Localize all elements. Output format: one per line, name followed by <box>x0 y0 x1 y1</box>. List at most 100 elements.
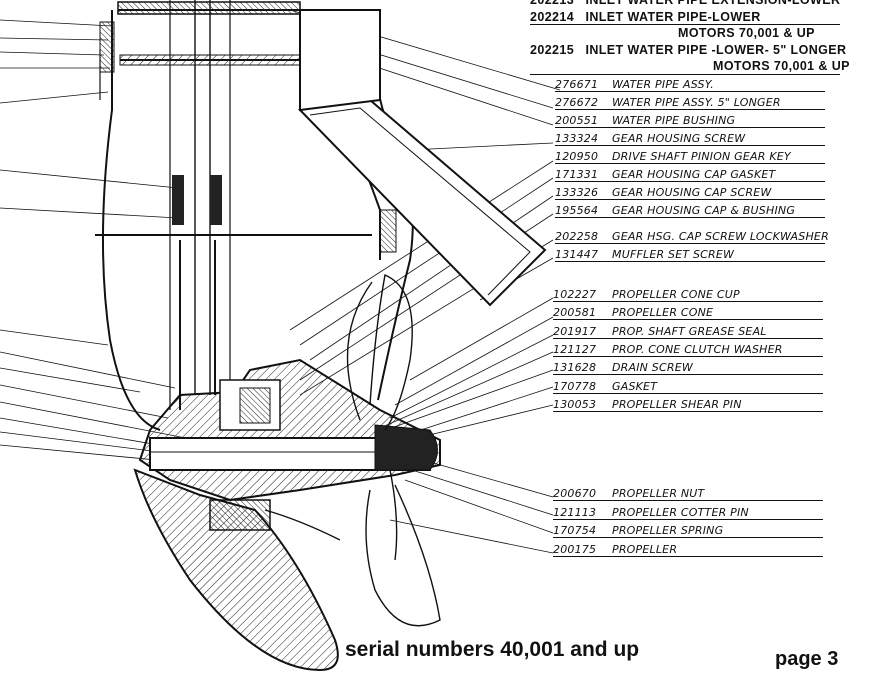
part-number: 130053 <box>553 397 597 411</box>
part-number: 195564 <box>555 204 599 217</box>
underline <box>555 243 825 244</box>
skeg <box>133 468 339 672</box>
part-number: 201917 <box>553 324 597 338</box>
part-name: GEAR HOUSING SCREW <box>612 132 746 145</box>
part-name: PROP. CONE CLUTCH WASHER <box>612 342 783 356</box>
header-part-row: 202215 INLET WATER PIPE -LOWER- 5" LONGE… <box>530 42 846 58</box>
underline <box>555 163 825 164</box>
part-name: PROPELLER CONE CUP <box>612 288 740 301</box>
part-number: 200670 <box>553 487 597 500</box>
part-row: 170754 PROPELLER SPRING <box>553 522 723 539</box>
part-row: 171331 GEAR HOUSING CAP GASKET <box>555 166 775 183</box>
part-row: 200670 PROPELLER NUT <box>553 485 704 502</box>
propeller <box>264 274 441 627</box>
underline <box>553 537 823 538</box>
part-name: GASKET <box>612 379 658 393</box>
part-name: INLET WATER PIPE EXTENSION-LOWER <box>585 0 841 7</box>
part-row: 200551 WATER PIPE BUSHING <box>555 112 735 129</box>
part-row: 102227 PROPELLER CONE CUP <box>553 286 740 303</box>
header-part-note: MOTORS 70,001 & UP <box>713 59 850 73</box>
part-number: 276672 <box>555 96 599 109</box>
underline <box>553 301 823 302</box>
part-row: 120950 DRIVE SHAFT PINION GEAR KEY <box>555 148 791 165</box>
underline <box>555 261 825 262</box>
underline <box>555 217 825 218</box>
part-number: 202213 <box>530 0 575 7</box>
part-row: 133324 GEAR HOUSING SCREW <box>555 130 745 147</box>
underline <box>553 392 823 394</box>
divider <box>530 74 840 75</box>
underline <box>555 199 825 200</box>
part-number: 202215 <box>530 43 575 57</box>
part-number: 276671 <box>555 78 599 91</box>
part-name: PROP. SHAFT GREASE SEAL <box>612 324 767 338</box>
part-number: 102227 <box>553 288 597 301</box>
part-row: 201917 PROP. SHAFT GREASE SEAL <box>553 323 767 340</box>
part-name: GEAR HOUSING CAP SCREW <box>612 186 772 199</box>
underline <box>553 319 823 321</box>
part-name: INLET WATER PIPE -LOWER- 5" LONGER <box>585 43 847 57</box>
part-row: 200175 PROPELLER <box>553 541 677 558</box>
part-number: 202258 <box>555 230 599 243</box>
part-number: 200581 <box>553 306 597 320</box>
underline <box>555 181 825 182</box>
underline <box>555 127 825 128</box>
underline <box>553 410 823 412</box>
underline <box>553 374 823 376</box>
part-number: 121127 <box>553 342 597 356</box>
serial-range: serial numbers 40,001 and up <box>345 638 640 661</box>
part-name: PROPELLER NUT <box>612 487 705 500</box>
part-number: 120950 <box>555 150 599 163</box>
part-number: 133324 <box>555 132 599 145</box>
part-name: MUFFLER SET SCREW <box>612 248 735 261</box>
part-name: INLET WATER PIPE-LOWER <box>585 10 761 24</box>
part-number: 170778 <box>553 379 597 393</box>
part-name: GEAR HOUSING CAP GASKET <box>612 168 776 181</box>
part-number: 121113 <box>553 505 597 519</box>
part-row: 130053 PROPELLER SHEAR PIN <box>553 396 742 413</box>
part-row: 131447 MUFFLER SET SCREW <box>555 246 734 263</box>
part-row: 170778 GASKET <box>553 378 657 395</box>
part-name: WATER PIPE BUSHING <box>612 114 736 127</box>
part-name: WATER PIPE ASSY. 5" LONGER <box>612 96 781 109</box>
part-number: 131628 <box>553 361 597 375</box>
part-row: 121113 PROPELLER COTTER PIN <box>553 504 749 521</box>
underline <box>553 555 823 557</box>
underline <box>553 500 823 501</box>
part-number: 131447 <box>555 248 599 261</box>
part-name: PROPELLER COTTER PIN <box>612 505 749 519</box>
part-name: PROPELLER CONE <box>612 306 714 320</box>
part-name: DRIVE SHAFT PINION GEAR KEY <box>612 150 791 163</box>
underline <box>553 518 823 520</box>
underline <box>553 355 823 357</box>
part-number: 171331 <box>555 168 599 181</box>
part-name: PROPELLER SHEAR PIN <box>612 397 742 411</box>
page-number: page 3 <box>775 648 839 670</box>
gear-case-body <box>138 358 441 531</box>
part-name: WATER PIPE ASSY. <box>612 78 714 91</box>
header-part-row: 202213 INLET WATER PIPE EXTENSION-LOWER <box>530 0 840 8</box>
part-number: 200175 <box>553 542 597 556</box>
part-number: 170754 <box>553 524 597 537</box>
upper-cap <box>99 1 397 253</box>
part-row: 200581 PROPELLER CONE <box>553 304 713 321</box>
part-name: GEAR HSG. CAP SCREW LOCKWASHER <box>612 230 829 243</box>
part-row: 133326 GEAR HOUSING CAP SCREW <box>555 184 771 201</box>
underline <box>555 145 825 146</box>
part-name: DRAIN SCREW <box>612 361 693 375</box>
underline <box>553 337 823 339</box>
part-number: 133326 <box>555 186 599 199</box>
part-row: 202258 GEAR HSG. CAP SCREW LOCKWASHER <box>555 228 829 245</box>
part-name: PROPELLER SPRING <box>612 524 724 537</box>
part-row: 121127 PROP. CONE CLUTCH WASHER <box>553 341 783 358</box>
part-name: PROPELLER <box>612 542 678 556</box>
underline <box>555 109 825 110</box>
water-pipe <box>297 9 547 307</box>
part-number: 200551 <box>555 114 599 127</box>
part-number: 202214 <box>530 10 575 24</box>
divider <box>530 24 840 25</box>
part-row: 276672 WATER PIPE ASSY. 5" LONGER <box>555 94 781 111</box>
part-row: 131628 DRAIN SCREW <box>553 359 693 376</box>
